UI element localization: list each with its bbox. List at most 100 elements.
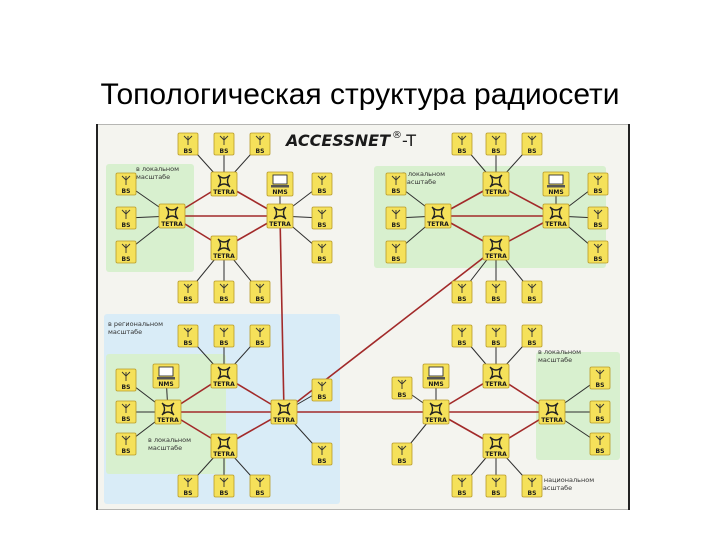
- bs-label: BS: [398, 458, 407, 465]
- bs-label: BS: [122, 384, 131, 391]
- switch-cross-icon: [431, 206, 445, 220]
- base-station-node: BS: [213, 474, 235, 498]
- bs-label: BS: [122, 416, 131, 423]
- base-station-node: BS: [385, 206, 407, 230]
- bs-label: BS: [256, 296, 265, 303]
- tetra-switch-node: TETRA: [482, 171, 510, 197]
- antenna-icon: [317, 175, 327, 185]
- bs-label: BS: [596, 382, 605, 389]
- base-station-node: BS: [311, 206, 333, 230]
- bs-label: BS: [528, 490, 537, 497]
- region-label-br: масштабе: [538, 356, 572, 364]
- computer-icon: [547, 174, 565, 188]
- bs-label: BS: [220, 340, 229, 347]
- antenna-icon: [527, 327, 537, 337]
- switch-cross-icon: [161, 402, 175, 416]
- tetra-switch-node: TETRA: [482, 363, 510, 389]
- antenna-icon: [219, 477, 229, 487]
- antenna-icon: [219, 135, 229, 145]
- base-station-node: BS: [587, 240, 609, 264]
- base-station-node: BS: [115, 432, 137, 456]
- base-station-node: BS: [391, 442, 413, 466]
- region-label-tr: в локальном: [402, 170, 445, 178]
- bs-label: BS: [318, 188, 327, 195]
- antenna-icon: [121, 371, 131, 381]
- base-station-node: BS: [115, 400, 137, 424]
- bs-label: BS: [318, 256, 327, 263]
- base-station-node: BS: [115, 206, 137, 230]
- switch-label: TETRA: [213, 189, 235, 196]
- base-station-node: BS: [115, 368, 137, 392]
- switch-label: TETRA: [485, 451, 507, 458]
- tetra-switch-node: TETRA: [158, 203, 186, 229]
- accessnet-logo: ACCESSNET ® -T: [284, 130, 416, 150]
- base-station-node: BS: [451, 280, 473, 304]
- antenna-icon: [457, 327, 467, 337]
- bs-label: BS: [184, 490, 193, 497]
- nms-label: NMS: [548, 189, 563, 196]
- base-station-node: BS: [521, 474, 543, 498]
- bs-label: BS: [392, 188, 401, 195]
- bs-label: BS: [184, 148, 193, 155]
- bs-label: BS: [594, 256, 603, 263]
- region-label-national: в национальном: [538, 476, 594, 484]
- base-station-node: BS: [485, 132, 507, 156]
- bs-label: BS: [318, 222, 327, 229]
- base-station-node: BS: [521, 280, 543, 304]
- bs-label: BS: [184, 296, 193, 303]
- brand-name: ACCESSNET: [284, 131, 391, 150]
- bs-label: BS: [528, 148, 537, 155]
- base-station-node: BS: [587, 206, 609, 230]
- base-station-node: BS: [521, 324, 543, 348]
- tetra-switch-node: TETRA: [542, 203, 570, 229]
- antenna-icon: [491, 283, 501, 293]
- antenna-icon: [593, 209, 603, 219]
- nms-node: NMS: [152, 363, 180, 389]
- antenna-icon: [317, 209, 327, 219]
- nms-node: NMS: [422, 363, 450, 389]
- switch-label: TETRA: [485, 381, 507, 388]
- antenna-icon: [121, 435, 131, 445]
- antenna-icon: [317, 445, 327, 455]
- antenna-icon: [255, 327, 265, 337]
- bs-label: BS: [122, 188, 131, 195]
- tetra-switch-node: TETRA: [538, 399, 566, 425]
- antenna-icon: [121, 209, 131, 219]
- region-label-regional: в региональном: [108, 320, 163, 328]
- antenna-icon: [527, 135, 537, 145]
- bs-label: BS: [492, 490, 501, 497]
- switch-label: TETRA: [273, 417, 295, 424]
- switch-cross-icon: [545, 402, 559, 416]
- base-station-node: BS: [521, 132, 543, 156]
- switch-label: TETRA: [161, 221, 183, 228]
- base-station-node: BS: [311, 240, 333, 264]
- antenna-icon: [219, 327, 229, 337]
- base-station-node: BS: [385, 172, 407, 196]
- base-station-node: BS: [249, 324, 271, 348]
- base-station-node: BS: [213, 280, 235, 304]
- nms-node: NMS: [266, 171, 294, 197]
- tetra-switch-node: TETRA: [270, 399, 298, 425]
- antenna-icon: [255, 283, 265, 293]
- computer-icon: [427, 366, 445, 380]
- bs-label: BS: [122, 222, 131, 229]
- switch-label: TETRA: [157, 417, 179, 424]
- base-station-node: BS: [485, 280, 507, 304]
- region-label-local-bl: масштабе: [148, 444, 182, 452]
- antenna-icon: [391, 175, 401, 185]
- antenna-icon: [255, 477, 265, 487]
- bs-label: BS: [528, 340, 537, 347]
- switch-cross-icon: [277, 402, 291, 416]
- computer-icon: [271, 174, 289, 188]
- switch-cross-icon: [489, 238, 503, 252]
- antenna-icon: [457, 477, 467, 487]
- tetra-switch-node: TETRA: [482, 433, 510, 459]
- bs-label: BS: [458, 296, 467, 303]
- tetra-switch-node: TETRA: [424, 203, 452, 229]
- antenna-icon: [527, 283, 537, 293]
- base-station-node: BS: [249, 474, 271, 498]
- base-station-node: BS: [177, 474, 199, 498]
- base-station-node: BS: [589, 400, 611, 424]
- bs-label: BS: [594, 188, 603, 195]
- switch-label: TETRA: [541, 417, 563, 424]
